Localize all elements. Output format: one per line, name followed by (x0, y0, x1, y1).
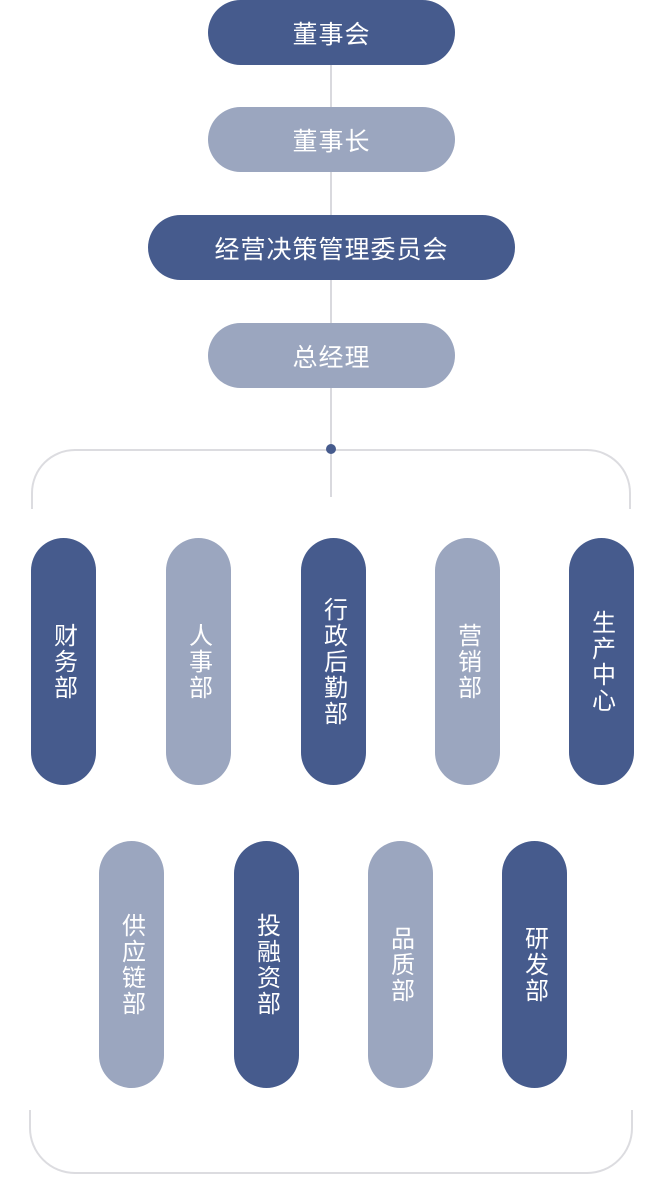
node-chairman: 董事长 (208, 107, 455, 172)
junction-dot (326, 444, 336, 454)
dept-hr-label: 人事部 (184, 622, 213, 701)
dept-marketing-label: 营销部 (453, 622, 482, 701)
dept-quality-label: 品质部 (386, 925, 415, 1004)
node-board-label: 董事会 (292, 19, 371, 49)
node-board: 董事会 (208, 0, 455, 65)
dept-production-center-label: 生产中心 (587, 609, 616, 714)
node-chairman-label: 董事长 (292, 126, 371, 156)
node-committee-label: 经营决策管理委员会 (214, 234, 449, 264)
dept-admin-logistics: 行政后勤部 (301, 538, 366, 785)
dept-rnd-label: 研发部 (520, 925, 549, 1004)
dept-production-center: 生产中心 (569, 538, 634, 785)
bracket-bottom (29, 1110, 633, 1174)
node-committee: 经营决策管理委员会 (148, 215, 515, 280)
dept-rnd: 研发部 (502, 841, 567, 1088)
node-general-manager: 总经理 (208, 323, 455, 388)
dept-admin-logistics-label: 行政后勤部 (319, 596, 348, 727)
dept-investment-finance-label: 投融资部 (252, 912, 281, 1017)
dept-quality: 品质部 (368, 841, 433, 1088)
dept-supply-chain: 供应链部 (99, 841, 164, 1088)
node-general-manager-label: 总经理 (292, 342, 371, 372)
dept-marketing: 营销部 (435, 538, 500, 785)
bracket-top (31, 449, 631, 509)
dept-investment-finance: 投融资部 (234, 841, 299, 1088)
dept-supply-chain-label: 供应链部 (117, 912, 146, 1017)
dept-hr: 人事部 (166, 538, 231, 785)
dept-finance: 财务部 (31, 538, 96, 785)
dept-finance-label: 财务部 (49, 622, 78, 701)
